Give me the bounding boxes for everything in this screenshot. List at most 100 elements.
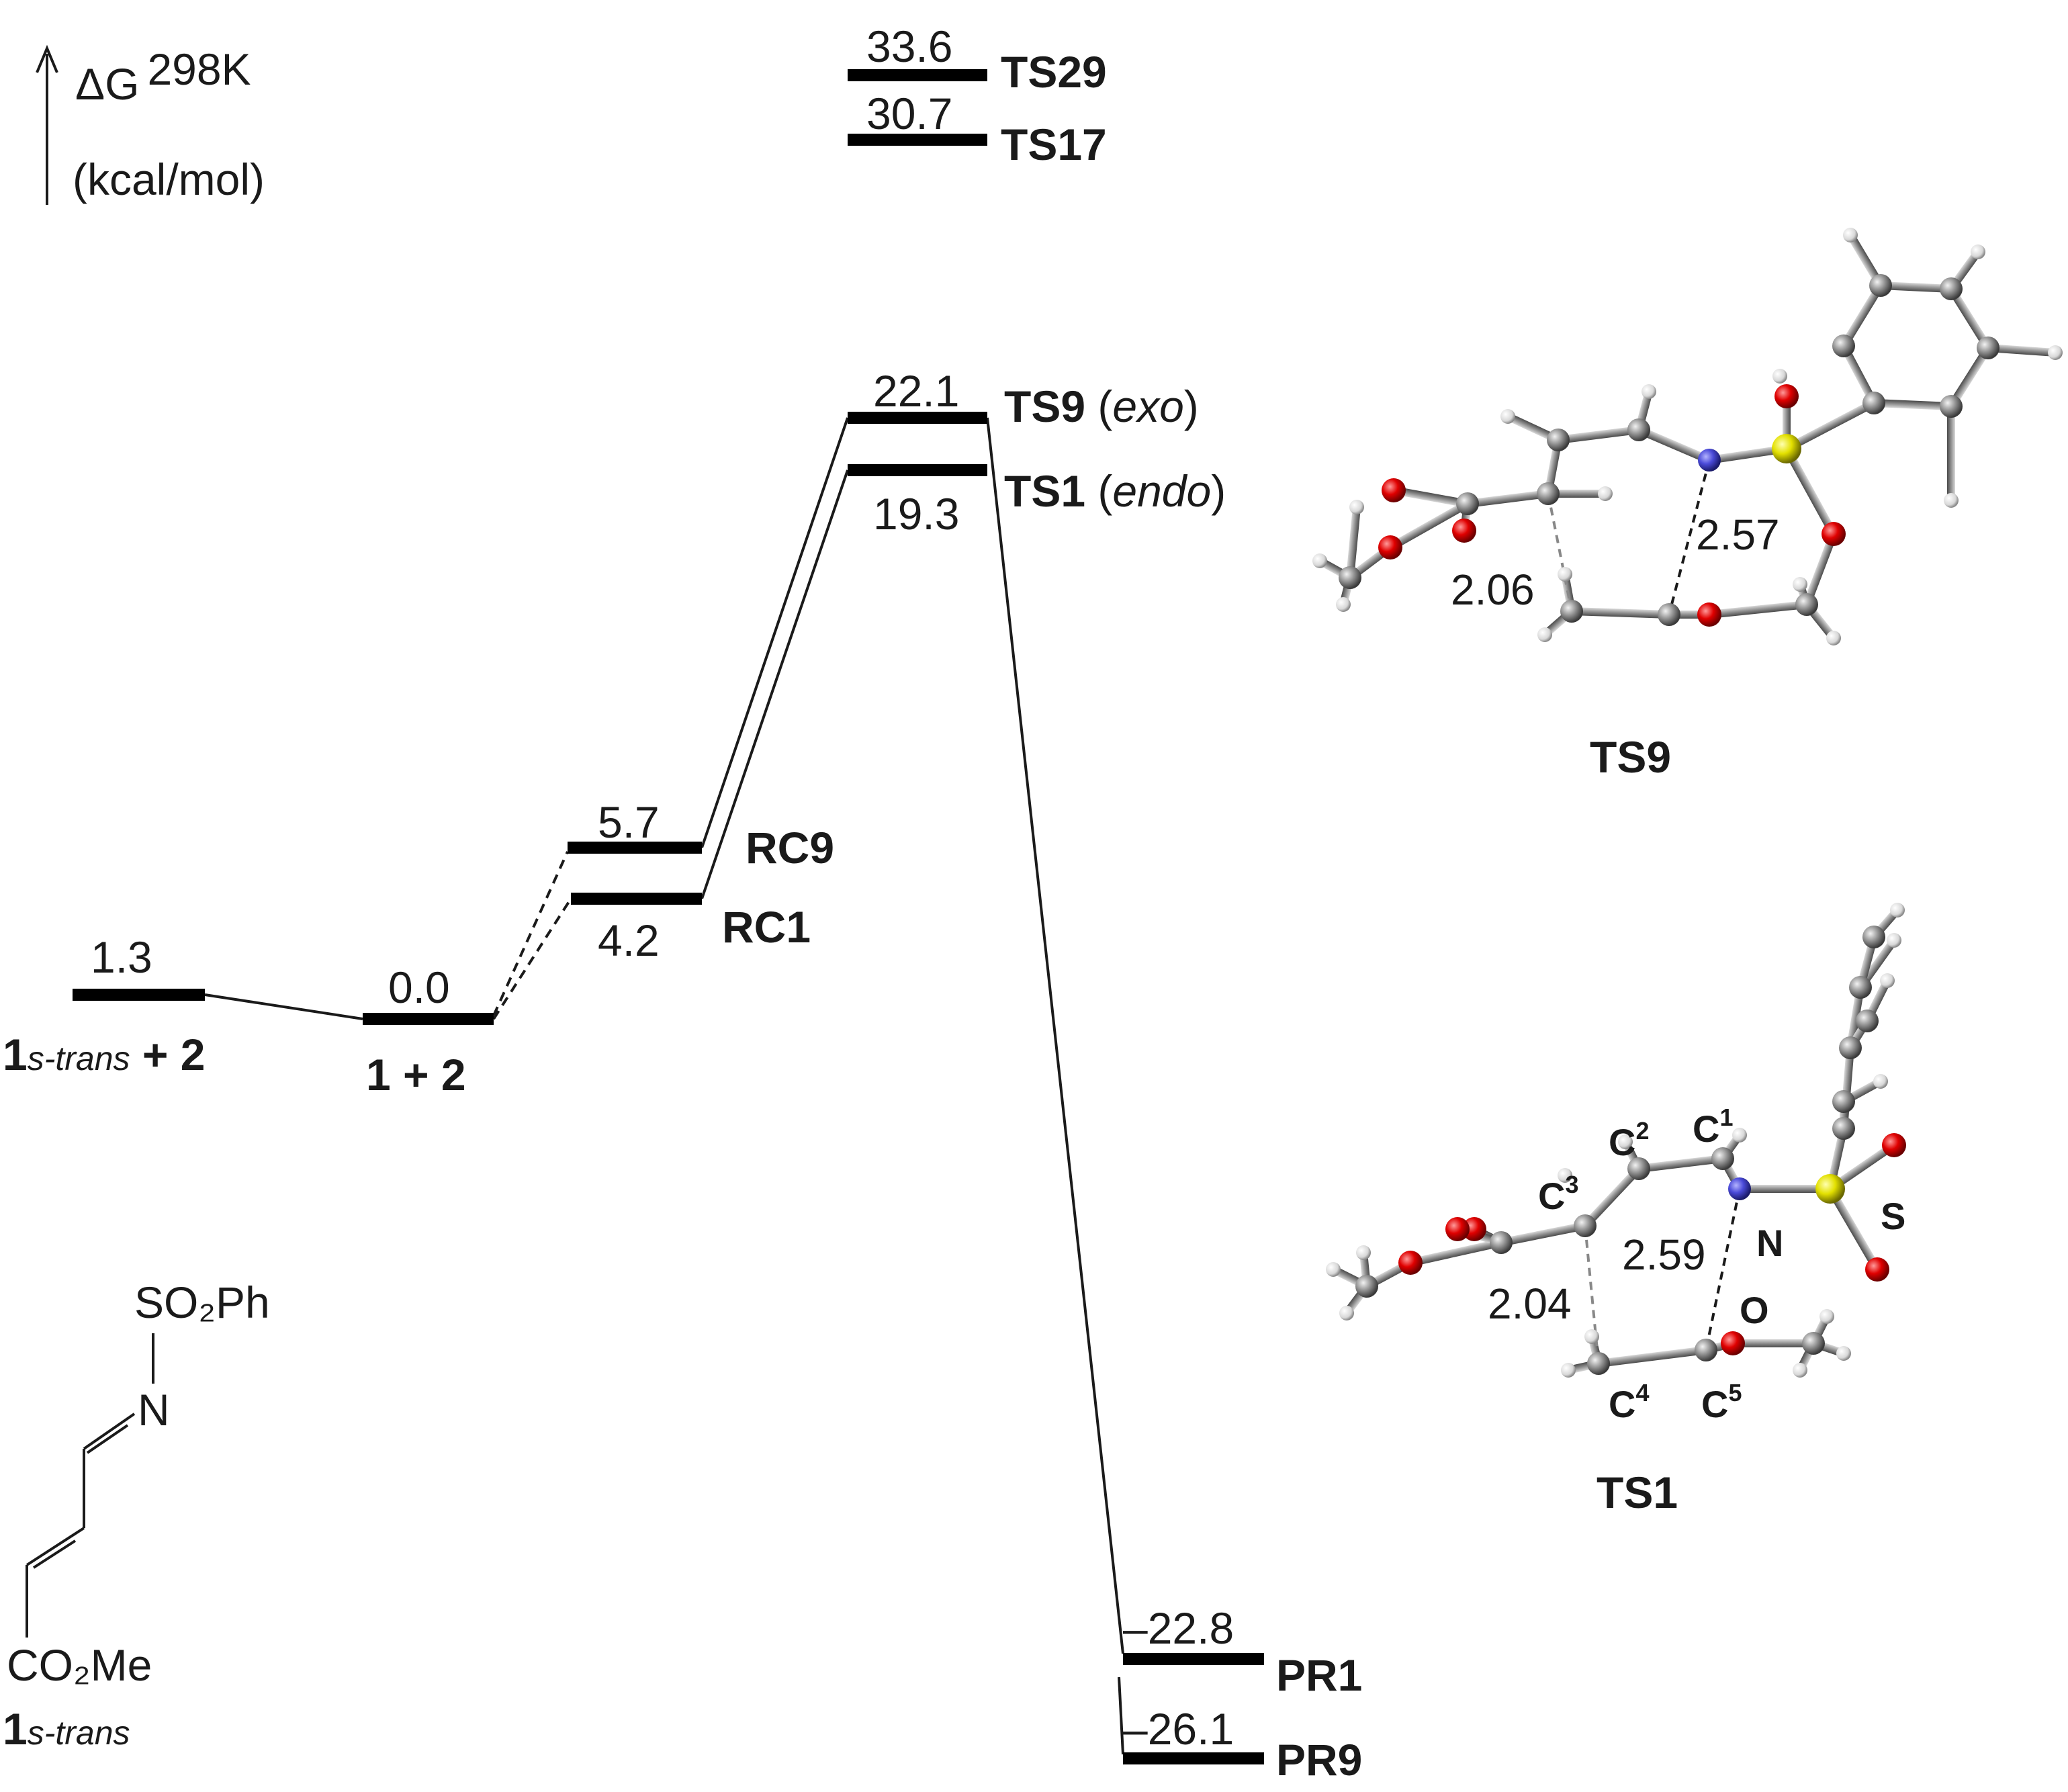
ts9-bond (1947, 345, 1992, 409)
label-ts1-close: ) (1211, 466, 1226, 516)
ts1-bond (1740, 1185, 1830, 1193)
ts9-bond (1840, 344, 1878, 405)
ts9-bond (1571, 607, 1670, 619)
ts1-atom-c (1627, 1157, 1650, 1180)
ts9-atom-n (1698, 449, 1721, 472)
ts9-atom-h (1772, 369, 1787, 384)
compound-nitrogen: N (138, 1385, 170, 1435)
value-reactants: 0.0 (388, 962, 450, 1012)
label-ts9-close: ) (1184, 382, 1199, 431)
ts1-atom-o (1882, 1133, 1906, 1157)
ts1-atom-c1: C1 (1693, 1104, 1733, 1150)
label-ts1: TS1 (endo) (1004, 466, 1226, 516)
label-reactants: 1 + 2 (366, 1050, 466, 1100)
ts1-atom-c (1355, 1275, 1378, 1298)
ts9-atom-c (1658, 603, 1680, 626)
ts9-bond (1506, 412, 1560, 444)
energy-values: 1.3 0.0 5.7 4.2 33.6 30.7 22.1 19.3 –22.… (91, 21, 1234, 1754)
ts9-atom-h (1312, 553, 1327, 568)
ts9-atom-o (1452, 519, 1476, 543)
ts9-atom-h (1537, 627, 1552, 642)
ts9-atom-o (1382, 478, 1406, 502)
label-rc1: RC1 (722, 902, 811, 952)
label-ts9-open: ( (1085, 382, 1112, 431)
ts1-atom-c (1802, 1332, 1825, 1355)
ts1-atom-c (1587, 1352, 1610, 1375)
ts9-atom-c (1832, 334, 1855, 357)
ts9-atom-c (1560, 600, 1583, 623)
ts1-atom-h (1887, 933, 1901, 948)
energy-labels: 1s-trans + 2 1 + 2 RC9 RC1 TS29 TS17 TS9… (3, 47, 1362, 1785)
ts1-caption: TS1 (1597, 1468, 1678, 1517)
label-pr1: PR1 (1276, 1650, 1362, 1700)
ts1-atom-h (1558, 1168, 1572, 1183)
ts1-bond (1856, 936, 1878, 989)
ts1-atom-h (1356, 1245, 1371, 1260)
delta-g-superscript: 298K (147, 44, 251, 94)
label-ts1-note: endo (1112, 466, 1211, 516)
ts9-bond (1388, 500, 1470, 551)
label-ts9: TS9 (exo) (1004, 382, 1199, 431)
ts1-atom-o (1462, 1217, 1486, 1241)
ts9-atom-c (1537, 482, 1560, 505)
label-rc9: RC9 (746, 823, 834, 872)
ts1-atom-c3: C3 (1538, 1171, 1578, 1217)
label-ts9-main: TS9 (1004, 382, 1085, 431)
compound-label: 1s-trans (3, 1704, 130, 1754)
ts9-atom-h (1336, 597, 1351, 612)
label-ts9-note: exo (1112, 382, 1183, 431)
energy-levels (73, 69, 1264, 1764)
ts1-atom-n (1728, 1177, 1751, 1200)
ts1-bond (1828, 1142, 1897, 1192)
ts1-bond (1846, 987, 1864, 1048)
ts9-bond (1392, 486, 1469, 508)
ts9-bond (1548, 490, 1605, 498)
ts1-atom-o: O (1740, 1289, 1769, 1331)
ts1-distance-2: 2.59 (1622, 1230, 1706, 1279)
ts9-bond (1840, 283, 1885, 349)
ts9-bond (1637, 426, 1711, 464)
ts9-atom-h (1349, 500, 1364, 514)
ts9-bond (1783, 447, 1838, 536)
ts9-bond (1803, 532, 1838, 607)
ts1-atom-c4: C4 (1609, 1379, 1649, 1425)
ts9-bond (1709, 600, 1807, 619)
ts9-bond (1947, 286, 1992, 351)
line-rc1-to-ts1 (701, 469, 849, 899)
ts9-bond (1873, 399, 1952, 410)
line-ts9-to-pr1 (986, 417, 1124, 1654)
ts9-caption: TS9 (1590, 732, 1671, 782)
ts1-atom-c (1849, 976, 1872, 999)
line-reactants-to-rc1 (492, 897, 572, 1020)
ts9-forming-bond (1547, 493, 1573, 612)
value-ts17: 30.7 (866, 89, 952, 138)
ts9-forming-bond (1668, 459, 1711, 615)
value-pr1: –22.8 (1123, 1603, 1234, 1653)
ts9-bond (1467, 490, 1549, 508)
value-rc9: 5.7 (598, 797, 660, 847)
label-ts29: TS29 (1001, 47, 1107, 97)
ts1-atom-h (1561, 1363, 1576, 1378)
delta-g-symbol: ΔG (75, 59, 139, 109)
ts9-distance-2: 2.57 (1696, 510, 1780, 559)
ts9-bond (1558, 426, 1639, 444)
ts1-atom-c (1839, 1036, 1862, 1059)
ts1-distance-1: 2.04 (1488, 1280, 1572, 1328)
ts1-atom-c (1832, 1117, 1855, 1140)
ts9-atom-h (1971, 244, 1985, 259)
compound-sulfonyl-group: SO₂Ph (134, 1278, 270, 1327)
ts9-atom-c (1627, 418, 1650, 441)
ts1-bond (1409, 1239, 1502, 1267)
ts1-forming-bond (1705, 1188, 1741, 1351)
ts9-bond (1947, 406, 1955, 500)
ts1-molecule-model (1326, 903, 1906, 1378)
ts9-atom-c (1940, 395, 1963, 418)
ts1-bond (1582, 1165, 1642, 1229)
value-ts9: 22.1 (873, 366, 959, 416)
ts9-atom-h (1843, 228, 1858, 242)
ts1-atom-h (1819, 1309, 1834, 1324)
ts9-bond (1709, 445, 1787, 464)
